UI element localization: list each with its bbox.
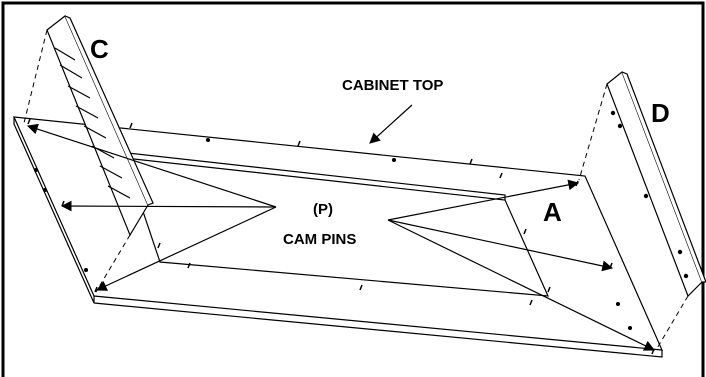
cabinet-top-panel	[13, 116, 663, 358]
part-c-label: C	[90, 34, 109, 64]
cabinet-top-arrow	[369, 104, 413, 144]
cam-pins-label: CAM PINS	[283, 231, 357, 248]
part-d-label: D	[651, 98, 670, 128]
cabinet-top-label: CABINET TOP	[342, 77, 444, 94]
cam-pin-marks	[27, 118, 655, 355]
side-panel-d	[606, 71, 706, 298]
cam-pin-arrows-left	[26, 123, 277, 291]
part-a-label: A	[543, 197, 562, 227]
side-panel-c	[46, 15, 154, 237]
cam-pin-arrows-right	[387, 179, 655, 351]
cam-pins-code-label: (P)	[313, 201, 333, 218]
